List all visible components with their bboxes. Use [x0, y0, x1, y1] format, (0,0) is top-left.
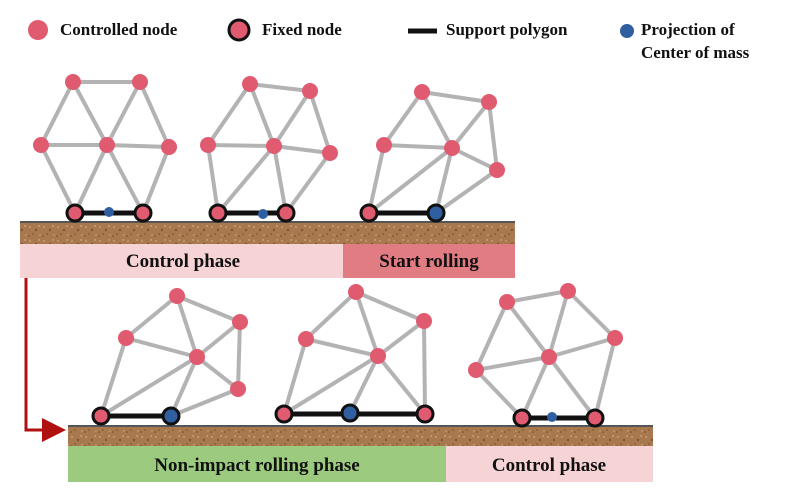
bottom-ground [68, 426, 653, 446]
bottom-control-phase-label: Control phase [492, 455, 606, 476]
legend-projection-icon [620, 24, 634, 38]
legend-projection-label-line2: Center of mass [641, 43, 750, 62]
robot-top-2 [200, 76, 338, 223]
bottom-control-phase-bar [446, 446, 653, 482]
top-control-phase-bar [20, 244, 343, 278]
top-control-phase-label: Control phase [126, 251, 240, 272]
legend-controlled-node-label: Controlled node [60, 20, 178, 39]
top-ground [20, 222, 515, 244]
legend-controlled-node-icon [28, 20, 48, 40]
elbow-arrow-icon [24, 278, 66, 442]
bottom-rolling-phase-bar [68, 446, 446, 482]
robot-top-3 [359, 84, 505, 223]
legend-fixed-node-icon [227, 18, 251, 42]
bottom-rolling-phase-label: Non-impact rolling phase [154, 455, 360, 476]
robot-bottom-1 [91, 288, 248, 426]
robot-bottom-3 [468, 283, 623, 428]
legend-support-polygon-label: Support polygon [446, 20, 568, 39]
top-start-rolling-label: Start rolling [379, 251, 479, 272]
robot-bottom-2 [274, 284, 435, 424]
robot-top-1 [33, 74, 177, 223]
top-start-rolling-bar [343, 244, 515, 278]
legend-fixed-node-label: Fixed node [262, 20, 342, 39]
legend-projection-label-line1: Projection of [641, 20, 735, 39]
